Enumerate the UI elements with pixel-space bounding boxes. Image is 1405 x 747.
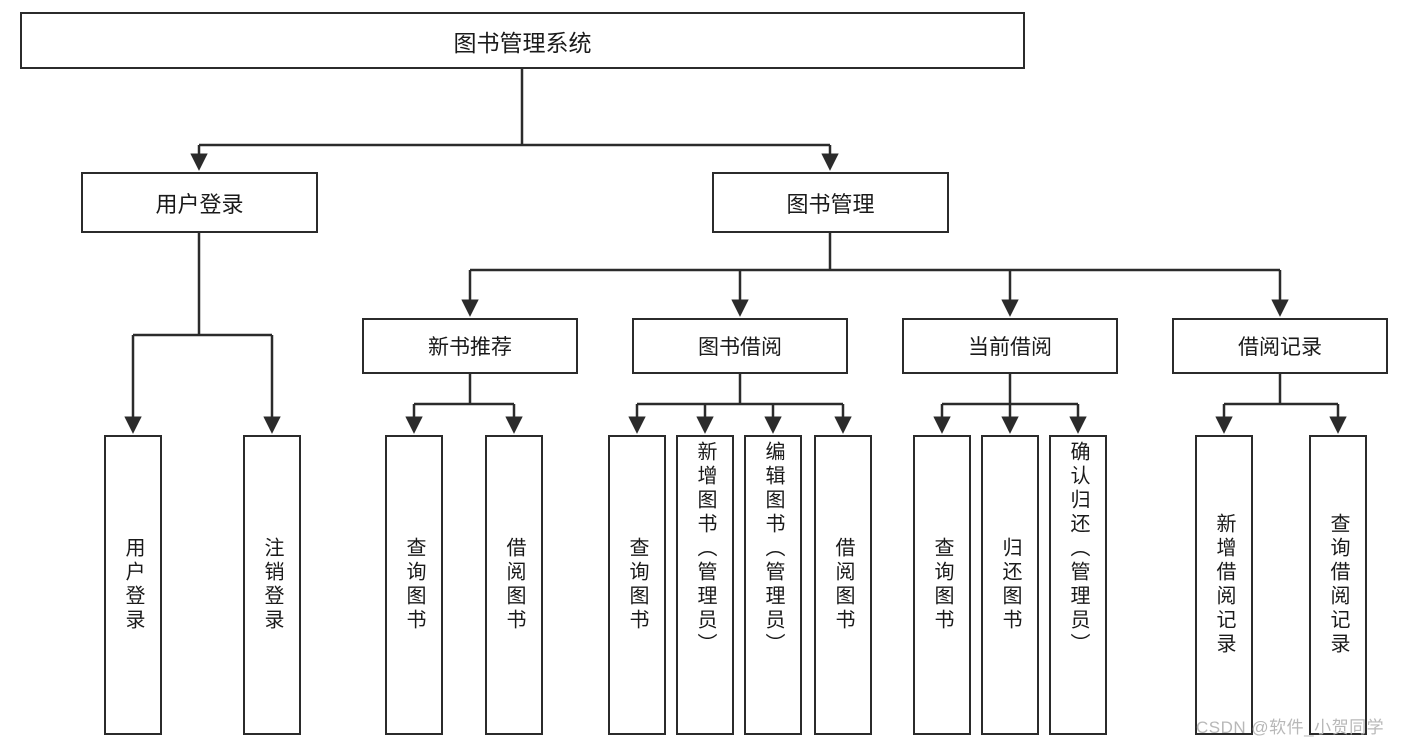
node-book-management-label: 图书管理 <box>786 191 875 217</box>
leaf-borrow-query-book-label: 查询图书 <box>626 537 648 633</box>
leaf-current-query-book[interactable]: 查询图书 <box>913 435 971 735</box>
leaf-user-login-signin[interactable]: 用户登录 <box>104 435 162 735</box>
leaf-current-confirm-return-label: 确认归还（管理员） <box>1067 441 1089 657</box>
leaf-new-book-borrow[interactable]: 借阅图书 <box>485 435 543 735</box>
leaf-new-book-query[interactable]: 查询图书 <box>385 435 443 735</box>
node-user-login[interactable]: 用户登录 <box>81 172 318 233</box>
leaf-record-query[interactable]: 查询借阅记录 <box>1309 435 1367 735</box>
node-root[interactable]: 图书管理系统 <box>20 12 1025 69</box>
leaf-record-query-label: 查询借阅记录 <box>1327 513 1349 657</box>
leaf-borrow-borrow-book[interactable]: 借阅图书 <box>814 435 872 735</box>
node-current-borrow[interactable]: 当前借阅 <box>902 318 1118 374</box>
watermark: CSDN @软件_小贺同学 <box>1196 718 1385 737</box>
node-book-borrow[interactable]: 图书借阅 <box>632 318 848 374</box>
node-book-management[interactable]: 图书管理 <box>712 172 949 233</box>
node-new-book-recommend-label: 新书推荐 <box>428 336 512 359</box>
leaf-current-return-book-label: 归还图书 <box>999 537 1021 633</box>
leaf-new-book-query-label: 查询图书 <box>403 537 425 633</box>
leaf-user-login-signout[interactable]: 注销登录 <box>243 435 301 735</box>
leaf-record-add-label: 新增借阅记录 <box>1213 513 1235 657</box>
leaf-current-query-book-label: 查询图书 <box>931 537 953 633</box>
node-borrow-record-label: 借阅记录 <box>1238 336 1322 359</box>
leaf-new-book-borrow-label: 借阅图书 <box>503 537 525 633</box>
node-new-book-recommend[interactable]: 新书推荐 <box>362 318 578 374</box>
node-book-borrow-label: 图书借阅 <box>698 336 782 359</box>
leaf-current-confirm-return[interactable]: 确认归还（管理员） <box>1049 435 1107 735</box>
leaf-borrow-edit-book[interactable]: 编辑图书（管理员） <box>744 435 802 735</box>
leaf-borrow-add-book-label: 新增图书（管理员） <box>694 441 716 657</box>
leaf-user-login-signout-label: 注销登录 <box>261 537 283 633</box>
leaf-borrow-edit-book-label: 编辑图书（管理员） <box>762 441 784 657</box>
leaf-record-add[interactable]: 新增借阅记录 <box>1195 435 1253 735</box>
node-borrow-record[interactable]: 借阅记录 <box>1172 318 1388 374</box>
node-current-borrow-label: 当前借阅 <box>968 336 1052 359</box>
node-root-label: 图书管理系统 <box>453 29 592 56</box>
leaf-borrow-add-book[interactable]: 新增图书（管理员） <box>676 435 734 735</box>
node-user-login-label: 用户登录 <box>155 191 244 217</box>
leaf-user-login-signin-label: 用户登录 <box>122 537 144 633</box>
leaf-current-return-book[interactable]: 归还图书 <box>981 435 1039 735</box>
leaf-borrow-query-book[interactable]: 查询图书 <box>608 435 666 735</box>
leaf-borrow-borrow-book-label: 借阅图书 <box>832 537 854 633</box>
